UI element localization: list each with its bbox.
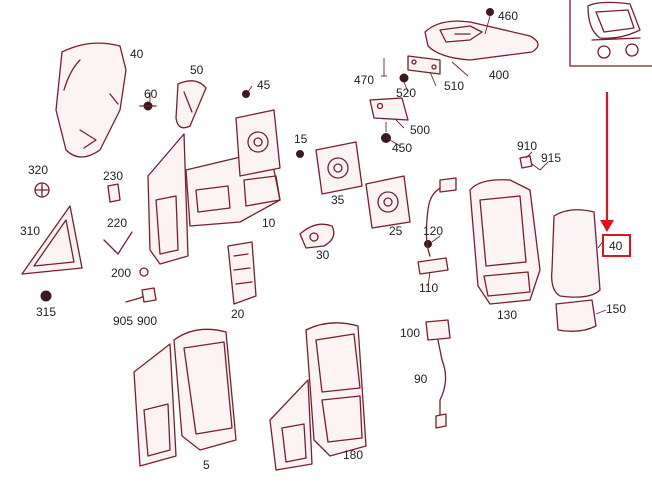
label-15: 15 [294,132,308,146]
label-100: 100 [400,326,420,340]
part-50-signal [175,80,207,129]
label-910: 910 [517,139,537,153]
part-20-bracket [227,241,257,305]
label-50: 50 [190,63,204,77]
label-220: 220 [107,216,127,230]
label-20: 20 [231,307,245,321]
label-400: 400 [489,68,509,82]
part-220-bracket [103,231,133,255]
part-910-connector [519,155,541,171]
part-5-mirror-assembly [133,328,237,467]
label-900: 900 [137,314,157,328]
mirror-arm [147,133,189,265]
label-450: 450 [392,141,412,155]
part-130-glass-housing [469,179,541,305]
part-320-bolt [34,182,50,198]
highlight-box [602,234,631,257]
part-400-top-cover [424,20,539,61]
part-200-screw [139,267,149,277]
label-520: 520 [396,86,416,100]
part-180-mirror-assembly [269,322,367,471]
label-120: 120 [423,224,443,238]
label-40-cap: 40 [130,47,144,61]
part-110-wire [417,177,457,275]
leader-lines [149,61,607,315]
part-90-cable [435,339,447,429]
label-470: 470 [354,73,374,87]
vehicle-inset [569,0,652,67]
label-915: 915 [541,151,561,165]
part-35-motor [315,141,363,195]
label-5: 5 [203,458,210,472]
part-10-housing [185,109,281,227]
part-500-bracket [369,97,409,121]
part-25-motor [365,175,411,229]
part-905-900-cable [125,287,157,303]
label-315: 315 [36,305,56,319]
label-510: 510 [444,79,464,93]
part-450-bolt [381,122,391,143]
part-315-nut [40,290,52,302]
label-10: 10 [262,216,276,230]
label-60: 60 [144,87,158,101]
part-45-screw [242,90,250,98]
label-200: 200 [111,266,131,280]
label-180: 180 [343,448,363,462]
part-40-glass [551,209,601,298]
label-30: 30 [316,248,330,262]
part-520-nut [399,73,409,83]
label-45: 45 [257,78,271,92]
label-320: 320 [28,163,48,177]
label-25: 25 [389,224,403,238]
label-130: 130 [497,308,517,322]
label-230: 230 [103,169,123,183]
part-60-clip [139,101,157,111]
label-500: 500 [410,123,430,137]
label-110: 110 [419,281,438,295]
label-460: 460 [498,9,518,23]
label-35: 35 [331,193,345,207]
part-40-cap [55,42,127,158]
label-90: 90 [414,372,428,386]
part-150-lower-glass [555,299,597,332]
part-510-plate [407,55,441,75]
label-905: 905 [113,314,133,328]
part-labels: 460 40 50 45 470 510 400 60 520 500 15 4… [20,9,626,472]
part-470-screw [381,58,387,77]
highlight-arrow [600,92,614,232]
part-15-screw [296,150,304,158]
label-150: 150 [606,302,626,316]
part-230-clip [107,183,121,203]
part-30-puddle-lamp [299,223,335,249]
part-100-module [425,319,451,341]
part-310-triangle [21,205,83,275]
label-40-glass: 40 [609,239,623,253]
part-460-screw [484,8,494,35]
label-310: 310 [20,224,40,238]
